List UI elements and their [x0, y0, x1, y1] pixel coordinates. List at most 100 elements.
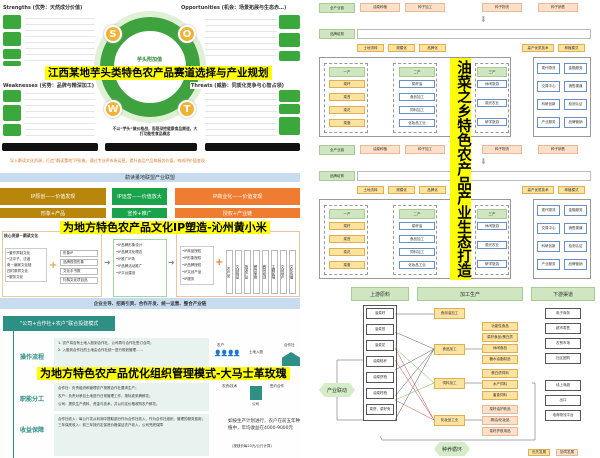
strategy-bar — [2, 143, 98, 151]
service-box — [533, 57, 591, 137]
opportunity-tag — [279, 33, 300, 47]
primary-item: 菜籽 — [329, 80, 365, 88]
tertiary-item: 研学旅游 — [477, 118, 507, 126]
processing-item: 饲料加工 — [434, 378, 465, 389]
output-product: 菜籽油护肤品 — [482, 405, 518, 414]
product-item: 文创商品 — [235, 250, 242, 294]
industry-box — [319, 57, 511, 137]
tertiary-item: 观光农业 — [477, 99, 507, 107]
weakness-tag — [3, 124, 21, 136]
support-item: 规模化 — [388, 44, 415, 52]
ip-col-ops-head: IP运营——价值放大 — [112, 188, 167, 205]
mid-item: 形象IP — [60, 250, 98, 257]
ip-intro: 导入鹬读文化资源，打造“鹬读董地”IP形象，通过专业IP市场运营，提升该品产品和… — [10, 158, 205, 163]
mid-item: 文化手书数 — [60, 268, 98, 275]
service-item: 金融服务 — [564, 63, 587, 74]
service-item: 检测认证 — [564, 241, 587, 252]
primary-item: 菜籽 — [329, 222, 365, 230]
primary-item: 菜苔 — [329, 93, 365, 101]
output-product: 功能性食品 — [482, 322, 518, 331]
swot-center-label: 芋头附加值 — [137, 57, 163, 63]
strengths-heading: Strengths (优势：天然成分价值) — [3, 5, 83, 11]
core-item: •董作宾制文化 — [7, 251, 31, 255]
strength-tag — [3, 61, 21, 66]
ip-col-original-sub: 形象+产品 — [0, 208, 106, 218]
tertiary-header: 三产 — [477, 67, 507, 77]
income-note: (按缺价每20元/公斤计算) — [232, 444, 272, 448]
product-item: 主题民宿 — [271, 250, 278, 294]
weaknesses-heading: Weaknesses (劣势：品牌与精深加工) — [3, 83, 95, 89]
process-line: 2. 入股到合作社的土地由合作社统一进行规划管理…… — [58, 348, 143, 352]
row-label: 品牌培育 — [319, 29, 355, 39]
income-box: 合作社收入：每公斤花从利润中提取部分作为合作社收入，作为合作社组织、管理的服务费… — [54, 414, 209, 456]
tertiary-item: 研学旅游 — [477, 260, 507, 268]
mid-item: 衍鹬文化项目品 — [60, 277, 98, 284]
chain-step: 油菜种植 — [360, 3, 400, 12]
upstream-item: 油菜饼粕 — [366, 372, 394, 383]
biz-item: •IP服务 — [182, 277, 195, 281]
ip-col-biz-head: IP商业化——价值变现 — [175, 188, 300, 205]
service-item: 品牌营销 — [564, 259, 587, 270]
chain-step: 油菜种植 — [360, 145, 400, 154]
service-item: 检测认证 — [564, 99, 587, 110]
primary-header: 一产 — [329, 209, 365, 219]
upstream-item: 油菜花 — [366, 340, 394, 351]
biz-item: •IP形象授权 — [182, 256, 202, 260]
chain-step: 种子物流 — [482, 145, 522, 154]
tertiary-header: 三产 — [477, 209, 507, 219]
secondary-item: 饲料加工 — [399, 106, 435, 114]
income-summary: 如按生产计划进行，农户在前五年种植中，年均收益在4000-9000元 — [228, 419, 300, 431]
tertiary-item: 观光农业 — [477, 241, 507, 249]
opportunity-text — [205, 16, 277, 61]
process-line: 1. 农户将自有土地入股到合作社，公司再与合作社签订合同； — [58, 341, 154, 345]
ip-col-ops-sub: 宣传+推广 — [112, 208, 167, 218]
secondary-header: 二产 — [399, 67, 435, 77]
ops-item: •IP品牌形象设计 — [116, 243, 143, 247]
support-item: 高产优质技术 — [522, 44, 554, 52]
row-label: 全产业链 — [319, 145, 355, 155]
upstream-group — [363, 305, 397, 421]
upstream-item: 菜饼、菜籽壳 — [366, 404, 394, 415]
income-line: 三年保底收入：前三年按约定保底价格保证农户收入，公司兜底保障 — [58, 423, 163, 427]
support-item: 规模化 — [388, 186, 415, 194]
strategy-bar — [105, 143, 197, 151]
processing-item: 食品加工 — [434, 344, 465, 355]
eco-title: 油菜之乡特色农产品产业生态打造 — [450, 58, 471, 280]
product-item: 教育培训 — [262, 250, 269, 294]
core-item: 奇－编家文化链 — [7, 263, 32, 267]
arrow-icon: ➜ — [168, 258, 175, 267]
down-arrow-icon: ⬇ — [480, 15, 487, 24]
chain-step: 种子销售 — [538, 145, 578, 154]
service-item: 产业服务 — [537, 117, 560, 128]
secondary-item: 化妆品工业 — [399, 261, 435, 269]
org-title: 为地方特色农产品优化组织管理模式-大马士革玫瑰 — [37, 367, 290, 380]
income-line: 合作社收入：每公斤花从利润中提取部分作为合作社收入，作为合作社组织、管理的服务费… — [58, 417, 205, 421]
legend-coordinated: 协同发展 — [556, 449, 578, 456]
timeline-line — [13, 331, 14, 458]
secondary-item: 菜籽油 — [399, 80, 435, 88]
strength-text — [25, 15, 95, 65]
primary-item: 菜花 — [329, 106, 365, 114]
biz-item: •IP商品授权 — [182, 249, 202, 253]
threats-heading: Threats (威胁：同质化竞争与心智占领) — [190, 82, 285, 89]
secondary-header: 二产 — [399, 209, 435, 219]
mid-item: 品牌视觉形象 — [60, 259, 98, 266]
ip-title: 为地方特色农产品文化IP塑造-沁州黄小米 — [60, 221, 270, 234]
ops-item: •IP品牌活动推广 — [116, 264, 143, 268]
chain-step: 种子物流 — [482, 3, 522, 12]
opportunity-tag — [279, 15, 300, 29]
service-item: 现代物流 — [537, 63, 560, 74]
primary-group — [324, 63, 368, 133]
strength-tag — [3, 32, 21, 46]
plus-icon: + — [49, 260, 58, 271]
primary-item: 菜苔 — [329, 235, 365, 243]
service-item: 销售渠道 — [564, 81, 587, 92]
chain-step: 种子加工 — [405, 3, 445, 12]
core-title: 核心资源－鹬读文化 — [4, 233, 39, 238]
processing-item: 化妆品工业 — [434, 415, 465, 426]
brand-description — [357, 29, 591, 39]
strength-tag — [3, 49, 21, 59]
farmers-icon: 👤👤👤👤 — [214, 350, 241, 357]
output-product: 水产饲料 — [482, 380, 518, 389]
role-line: 合作社：负责组织和管理农户按照合作社要求生产； — [58, 386, 139, 390]
